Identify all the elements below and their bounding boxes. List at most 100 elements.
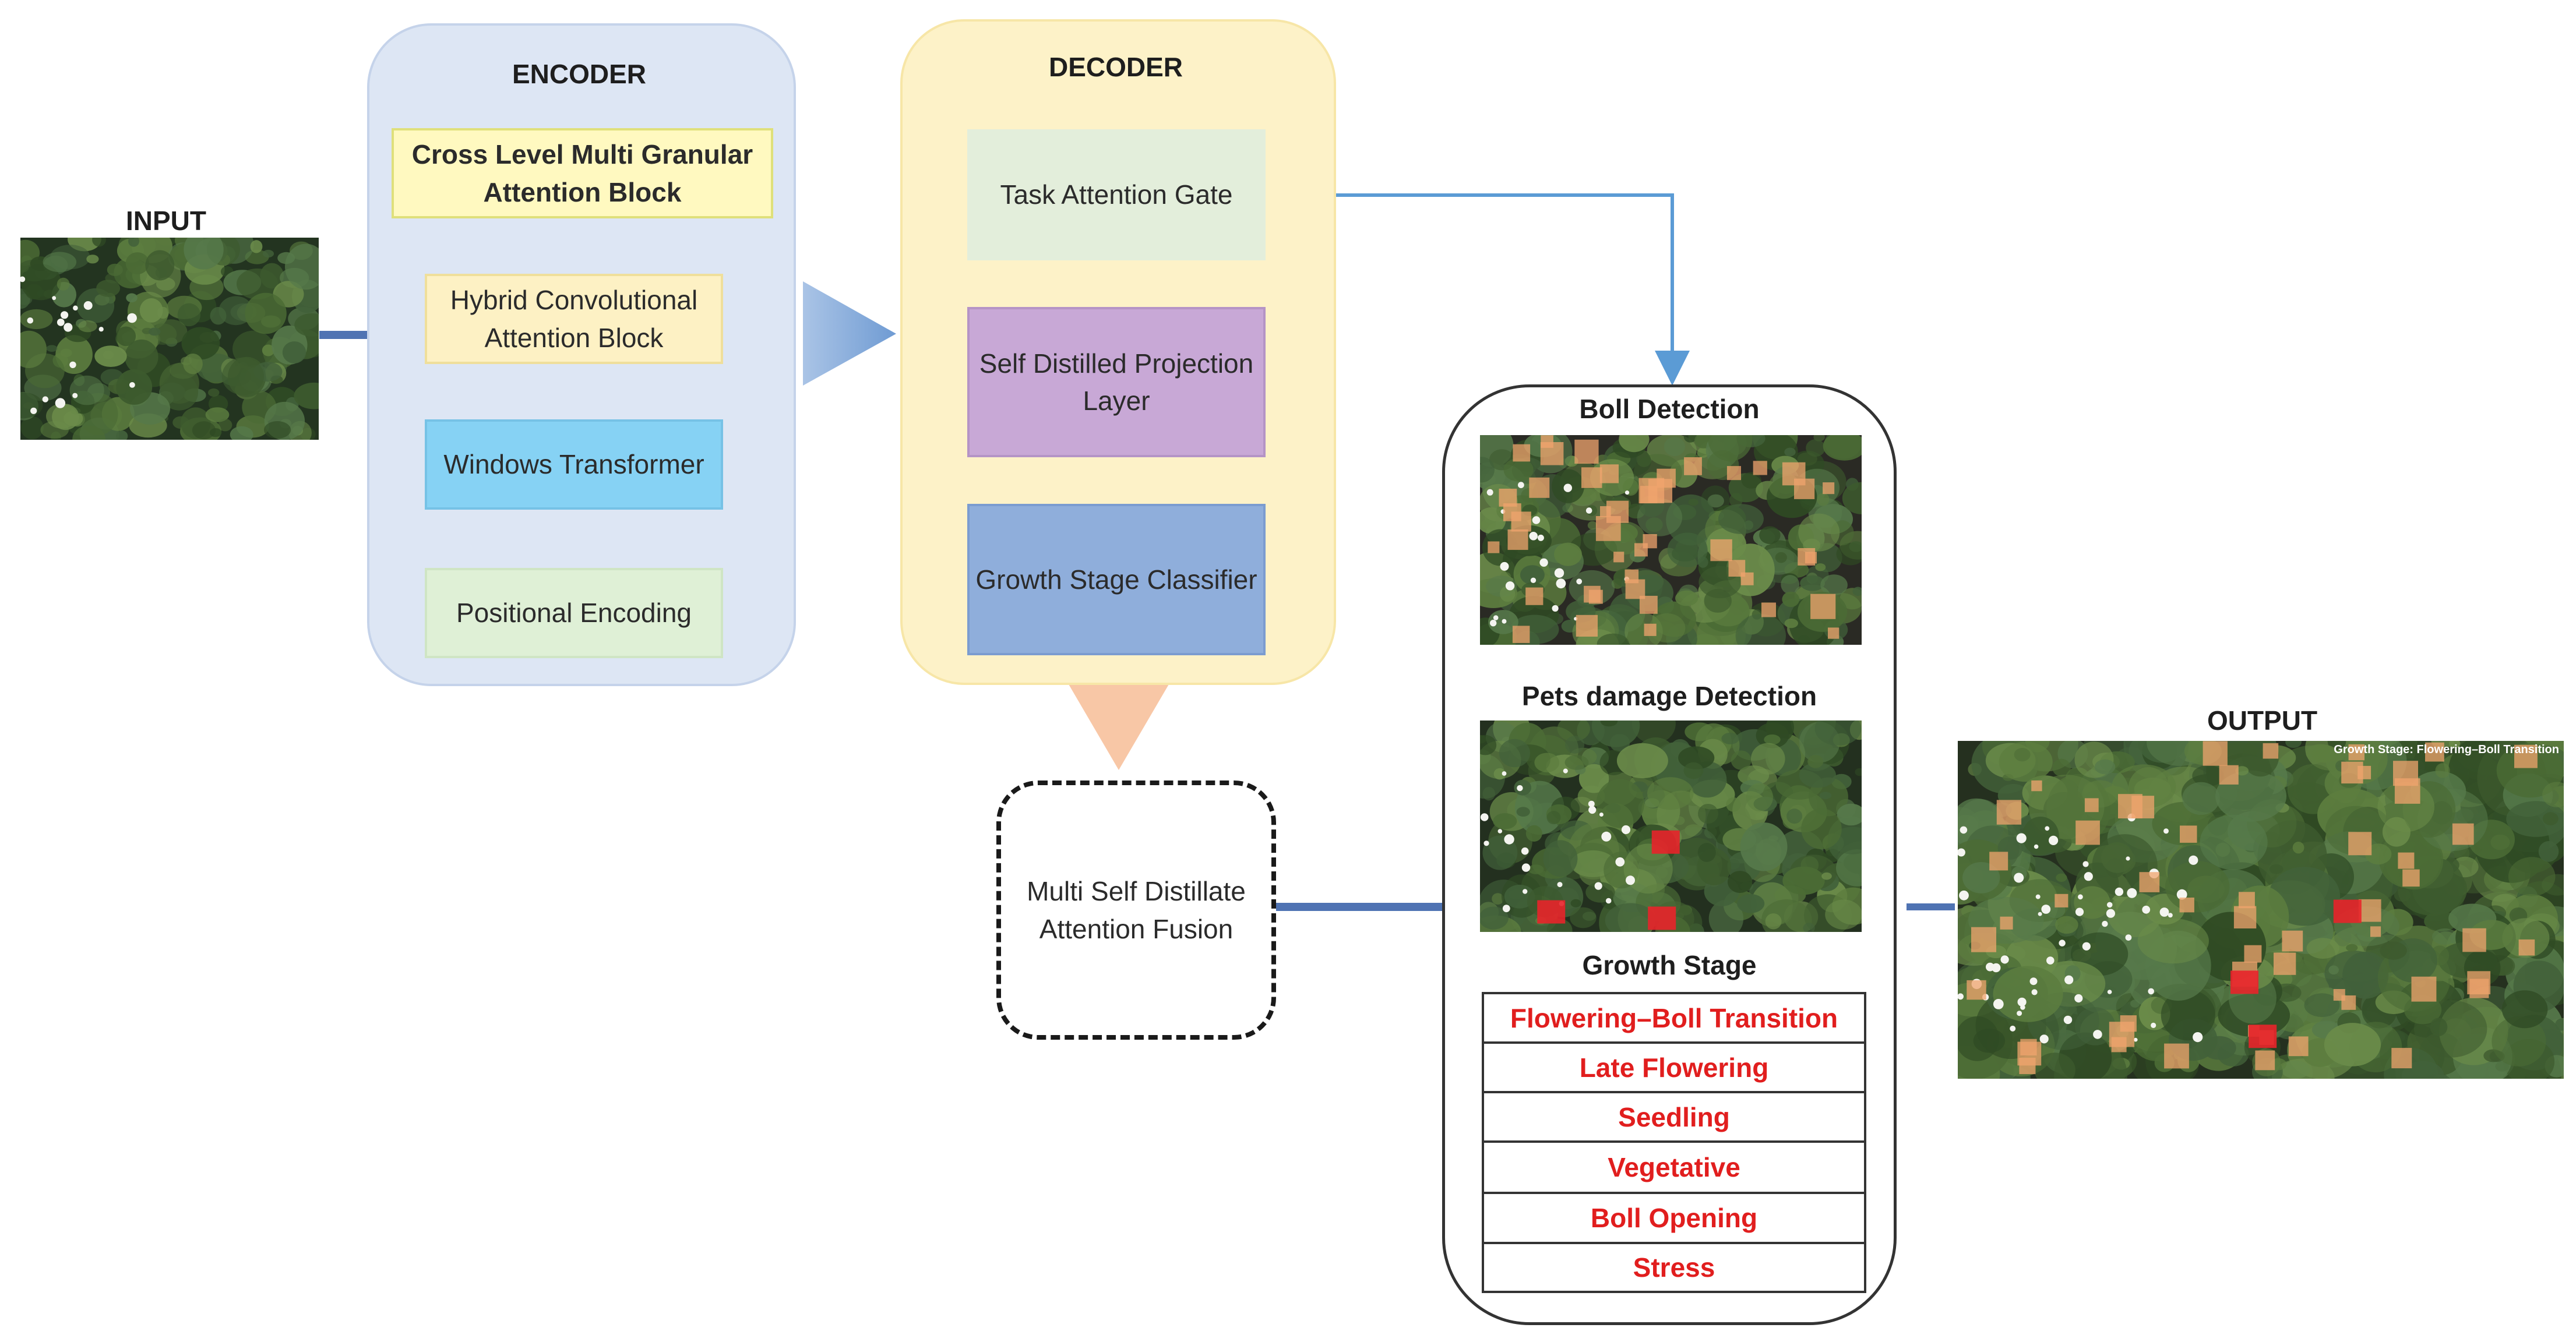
cotton-boll-texture bbox=[2106, 909, 2115, 918]
detection-box bbox=[1761, 602, 1776, 617]
leaf-texture bbox=[1786, 808, 1803, 824]
cotton-boll-texture bbox=[127, 313, 137, 323]
leaf-texture bbox=[1647, 777, 1694, 810]
leaf-texture bbox=[1823, 435, 1862, 461]
leaf-texture bbox=[2435, 763, 2450, 778]
pest-damage-box bbox=[2230, 970, 2258, 994]
leaf-texture bbox=[1855, 768, 1862, 776]
detection-box bbox=[2514, 744, 2538, 768]
cotton-boll-texture bbox=[2075, 907, 2084, 916]
detection-box bbox=[2263, 743, 2279, 759]
leaf-texture bbox=[1688, 499, 1698, 506]
leaf-texture bbox=[20, 264, 29, 273]
leaf-texture bbox=[1493, 813, 1517, 829]
leaf-texture bbox=[2555, 1018, 2564, 1031]
leaf-texture bbox=[219, 296, 253, 326]
cotton-boll-texture bbox=[2151, 1022, 2156, 1028]
leaf-texture bbox=[2492, 1016, 2546, 1066]
leaf-texture bbox=[96, 280, 121, 297]
leaf-texture bbox=[2502, 918, 2550, 958]
cotton-boll-texture bbox=[83, 301, 93, 310]
cotton-boll-texture bbox=[2059, 940, 2066, 947]
cotton-boll-texture bbox=[1518, 482, 1524, 489]
leaf-texture bbox=[1852, 587, 1862, 596]
detection-box bbox=[2357, 765, 2371, 779]
detection-box bbox=[2031, 780, 2042, 792]
leaf-texture bbox=[2306, 744, 2336, 762]
leaf-texture bbox=[1570, 907, 1597, 928]
cotton-boll-texture bbox=[27, 317, 34, 324]
detection-box bbox=[1740, 572, 1754, 585]
cotton-boll-texture bbox=[2017, 997, 2027, 1006]
pest-detection-title: Pets damage Detection bbox=[1521, 681, 1817, 711]
leaf-texture bbox=[2501, 990, 2548, 1029]
detection-box bbox=[1529, 477, 1550, 498]
leaf-texture bbox=[1803, 923, 1815, 932]
leaf-texture bbox=[2269, 864, 2283, 874]
cotton-boll-texture bbox=[1532, 516, 1541, 524]
detection-box bbox=[1726, 466, 1741, 481]
cotton-boll-texture bbox=[1490, 620, 1497, 627]
fusion-block: Multi Self Distillate Attention Fusion bbox=[996, 781, 1276, 1040]
leaf-texture bbox=[1784, 447, 1796, 457]
cotton-boll-texture bbox=[2189, 855, 2198, 865]
detection-box bbox=[1710, 539, 1732, 561]
encoder-to-decoder-arrow bbox=[803, 281, 896, 386]
cotton-boll-texture bbox=[2126, 856, 2130, 861]
cotton-boll-texture bbox=[2078, 894, 2083, 900]
pest-damage-box bbox=[1648, 906, 1676, 930]
leaf-texture bbox=[20, 264, 61, 301]
task-gate-connector bbox=[1331, 193, 1690, 386]
leaf-texture bbox=[128, 238, 139, 247]
cotton-boll-texture bbox=[1517, 785, 1523, 792]
leaf-texture bbox=[92, 238, 106, 247]
cotton-boll-texture bbox=[2017, 1011, 2022, 1016]
leaf-texture bbox=[1683, 435, 1697, 443]
cotton-boll-texture bbox=[1500, 561, 1509, 571]
detection-box bbox=[2402, 869, 2420, 887]
leaf-texture bbox=[125, 339, 158, 375]
cotton-boll-texture bbox=[57, 319, 65, 326]
cotton-boll-texture bbox=[1505, 581, 1515, 591]
detection-box bbox=[1684, 457, 1702, 475]
leaf-texture bbox=[2542, 812, 2559, 825]
cotton-boll-texture bbox=[72, 393, 78, 398]
hybrid-conv-attention-block: Hybrid Convolutional Attention Block bbox=[425, 274, 723, 364]
cotton-boll-texture bbox=[1960, 826, 1968, 834]
cotton-boll-texture bbox=[1615, 857, 1625, 867]
cotton-boll-texture bbox=[1502, 619, 1507, 624]
leaf-texture bbox=[1731, 750, 1752, 770]
pest-detection-photo bbox=[1480, 721, 1862, 932]
cotton-boll-texture bbox=[1554, 568, 1564, 578]
positional-encoding-block: Positional Encoding bbox=[425, 568, 723, 658]
detection-box bbox=[1624, 569, 1639, 584]
cotton-boll-texture bbox=[1493, 615, 1499, 620]
cotton-boll-texture bbox=[1497, 829, 1503, 834]
cotton-boll-texture bbox=[1576, 578, 1583, 585]
detection-box bbox=[2055, 894, 2068, 907]
cotton-field-image bbox=[20, 238, 319, 440]
cotton-boll-texture bbox=[1585, 507, 1592, 514]
detection-box bbox=[1588, 589, 1603, 604]
stage-seedling: Seedling bbox=[1484, 1093, 1864, 1143]
detection-box bbox=[2370, 926, 2381, 937]
detection-box bbox=[1782, 462, 1806, 486]
detection-box bbox=[1989, 852, 2008, 871]
cotton-boll-texture bbox=[2063, 1015, 2073, 1025]
detection-box bbox=[2425, 742, 2444, 762]
detection-box bbox=[2120, 1015, 2137, 1032]
growth-stage-classifier-block: Growth Stage Classifier bbox=[967, 504, 1266, 655]
leaf-texture bbox=[2377, 782, 2434, 832]
growth-stage-list: Flowering–Boll Transition Late Flowering… bbox=[1482, 992, 1866, 1293]
leaf-texture bbox=[1480, 906, 1509, 930]
leaf-texture bbox=[245, 292, 287, 334]
leaf-texture bbox=[1631, 721, 1676, 744]
leaf-texture bbox=[1801, 808, 1842, 849]
cotton-boll-texture bbox=[42, 396, 48, 402]
detection-box bbox=[1753, 461, 1767, 475]
leaf-texture bbox=[1565, 736, 1585, 754]
leaf-texture bbox=[1698, 804, 1718, 824]
cotton-boll-texture bbox=[1530, 577, 1537, 583]
cotton-boll-texture bbox=[129, 382, 135, 388]
detection-box bbox=[2411, 976, 2437, 1002]
